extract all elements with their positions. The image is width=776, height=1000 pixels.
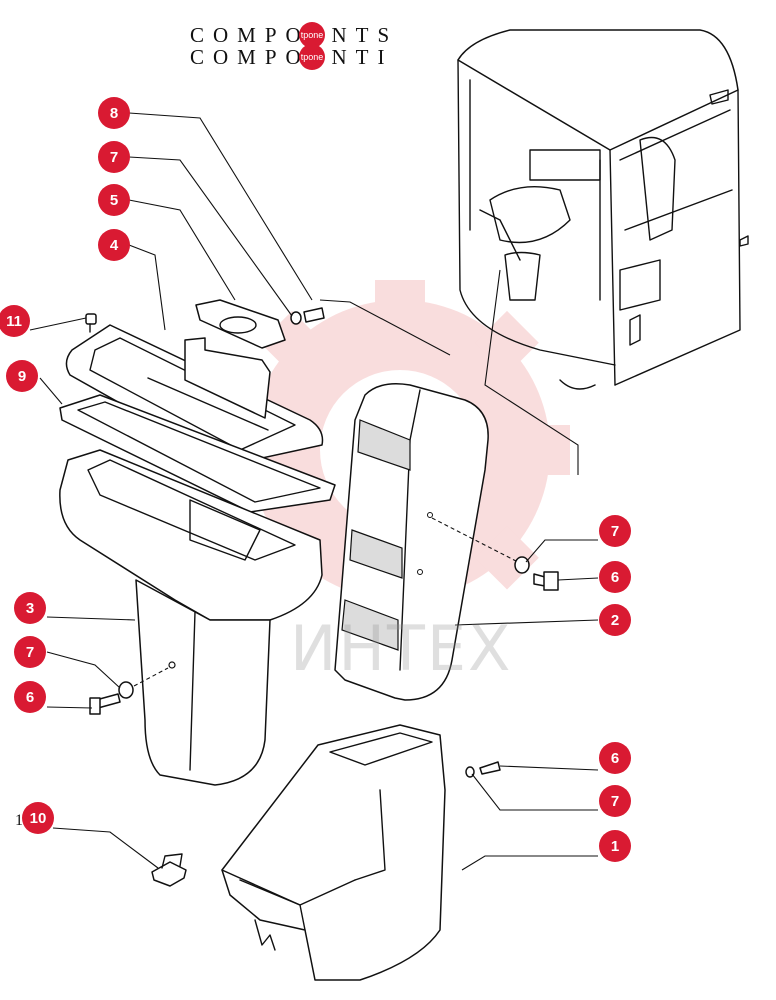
- title-line-italian: COMPOENTI: [190, 45, 394, 69]
- screw-washer-bottom: [465, 761, 501, 778]
- part-4-top-frame: [65, 324, 324, 466]
- callout-9: 9: [6, 360, 38, 392]
- part-3-console-housing: [59, 449, 323, 786]
- cab-connector-line: [484, 269, 579, 475]
- stray-label: 1: [15, 812, 23, 829]
- callout-1: 1: [599, 830, 631, 862]
- callout-7: 7: [98, 141, 130, 173]
- callout-4: 4: [98, 229, 130, 261]
- washer-bolt-top: [290, 307, 325, 325]
- callout-7-bottom: 7: [599, 785, 631, 817]
- bolt-11: [85, 313, 97, 333]
- callout-5: 5: [98, 184, 130, 216]
- part-2-side-panel: [334, 383, 489, 701]
- callout-6-bottom: 6: [599, 742, 631, 774]
- callout-3: 3: [14, 592, 46, 624]
- title-overlay-badge-1: tpone: [299, 22, 325, 48]
- callout-2: 2: [599, 604, 631, 636]
- callout-7-right: 7: [599, 515, 631, 547]
- part-5-plate: [195, 299, 286, 349]
- leader-lines: [29, 112, 599, 871]
- cab-illustration: [457, 29, 749, 390]
- callout-7-left: 7: [14, 636, 46, 668]
- washer-bolt-right: [431, 517, 559, 591]
- bolt8-connector-line: [319, 299, 451, 356]
- part-10-plug: [151, 853, 187, 887]
- callout-8: 8: [98, 97, 130, 129]
- title-overlay-badge-2: tpone: [299, 44, 325, 70]
- callout-11: 11: [0, 305, 30, 337]
- washer-bolt-left: [89, 667, 169, 715]
- part-1-base-housing: [221, 724, 446, 981]
- watermark-text: ИНТЕХ: [290, 612, 513, 685]
- callout-6-left: 6: [14, 681, 46, 713]
- part-9-gasket: [59, 394, 336, 513]
- callout-6-right: 6: [599, 561, 631, 593]
- title-line-english: COMPOENTS: [190, 23, 399, 47]
- callout-10: 10: [22, 802, 54, 834]
